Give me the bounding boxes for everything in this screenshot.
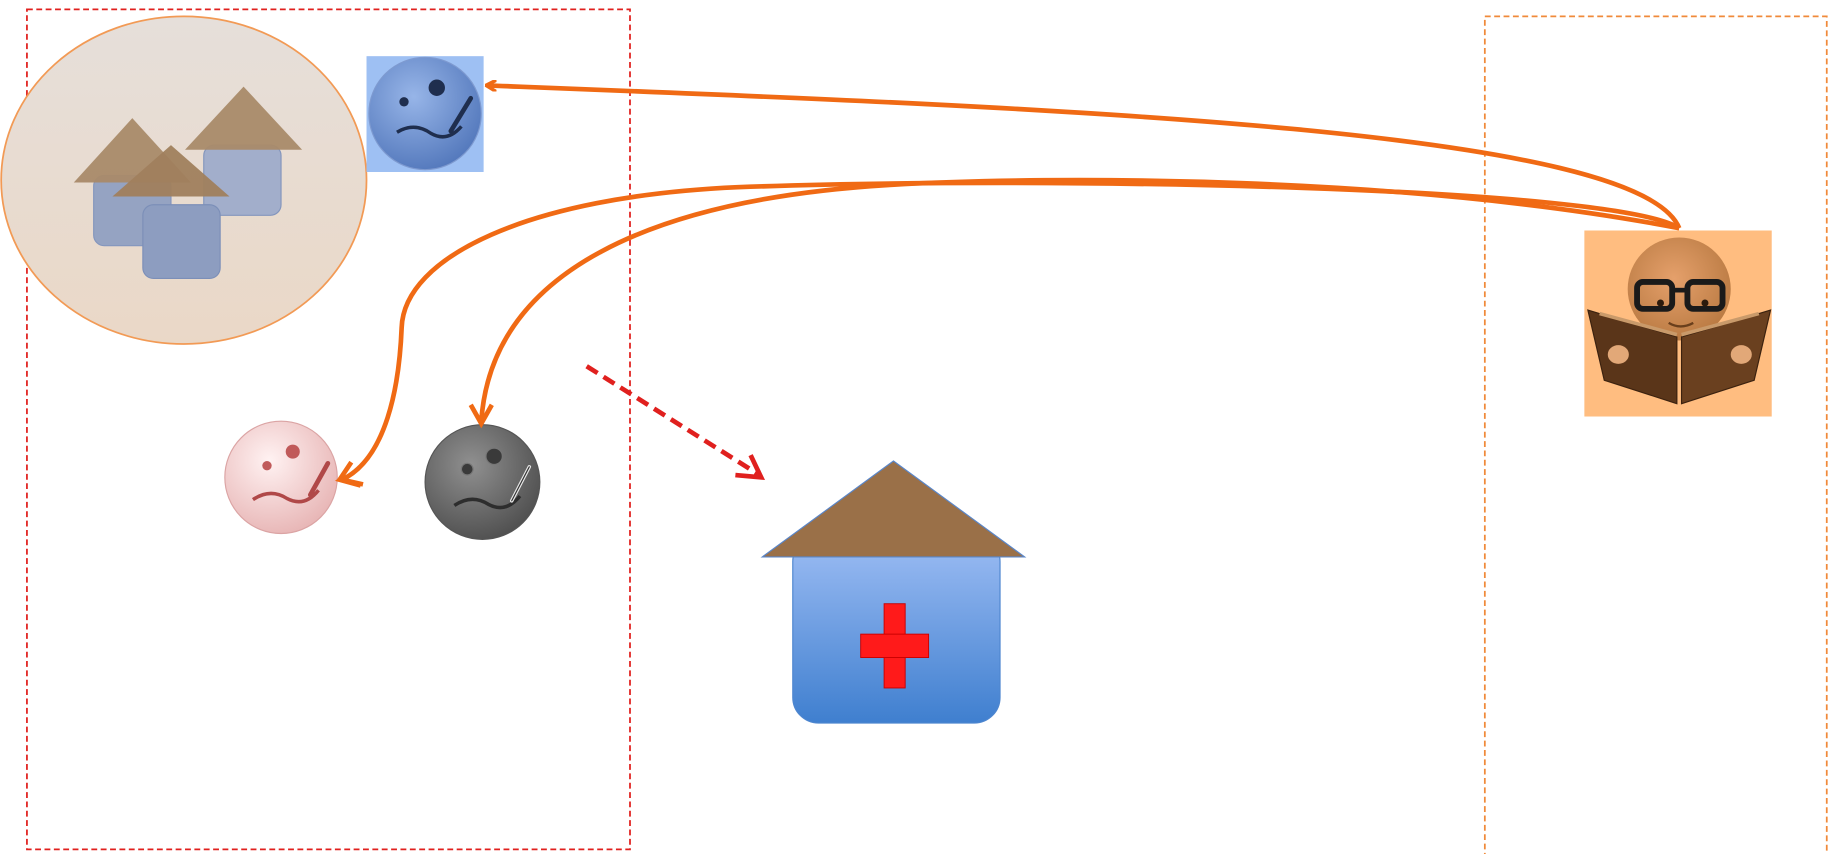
person-reading-book-icon: [1584, 230, 1772, 417]
patient-blue-sick-face-icon: [366, 56, 484, 172]
houses-cluster-icon: [0, 15, 368, 345]
arrow-reader-to-gray-patient: [478, 177, 1680, 422]
arrow-reader-to-blue-patient: [487, 85, 1682, 230]
referral-arrowhead: [735, 454, 766, 481]
arrow-reader-to-pink-patient: [334, 180, 1681, 487]
reader-boundary: [1483, 15, 1828, 854]
patient-pink-sick-face-icon: [224, 420, 338, 535]
arrowhead-pink: [335, 460, 362, 488]
community-boundary: [26, 8, 631, 851]
referral-arrow: [585, 364, 759, 476]
arrowhead-gray: [468, 403, 494, 429]
hospital-house-red-cross-icon: [760, 460, 1027, 724]
patient-gray-sick-face-icon: [424, 424, 541, 540]
